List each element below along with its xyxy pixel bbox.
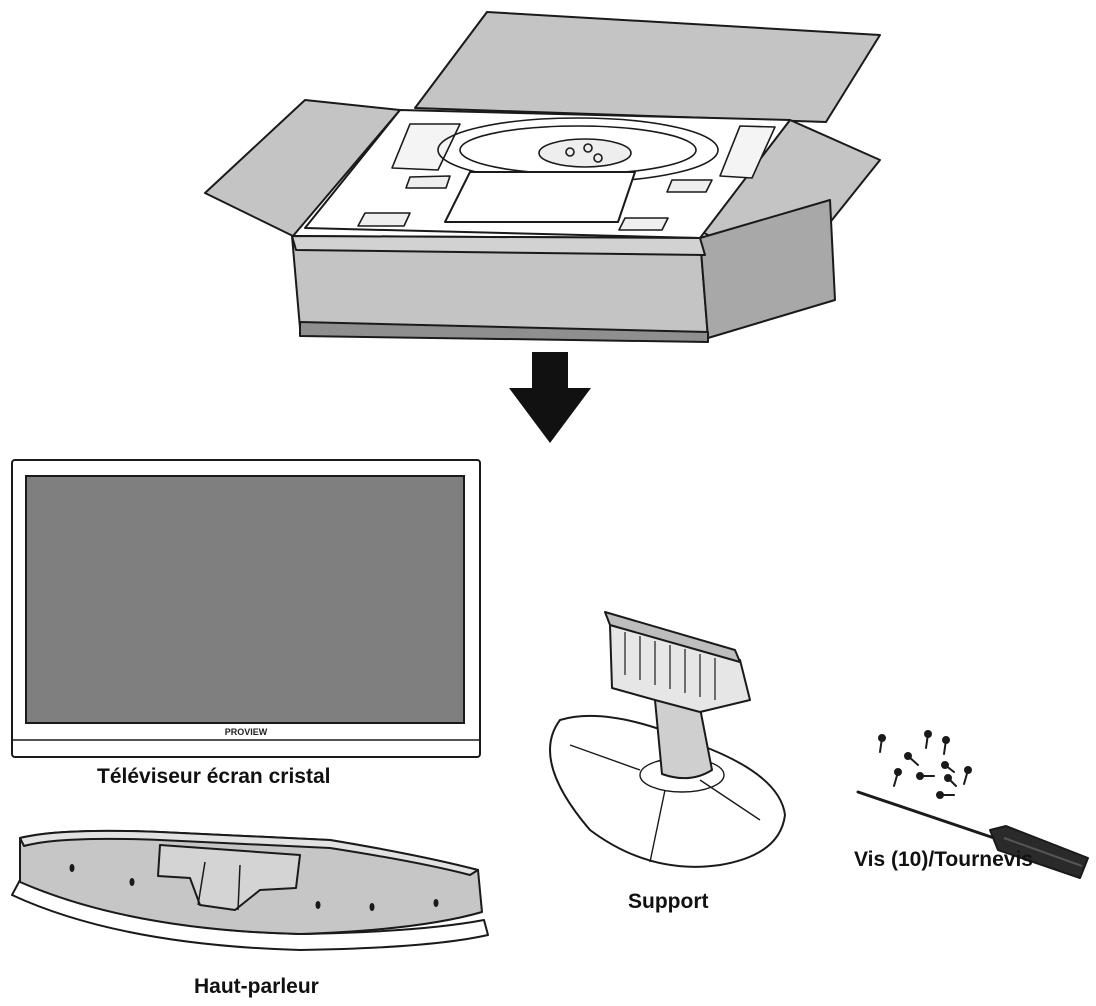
tv-label: Téléviseur écran cristal [97, 765, 331, 788]
tray-details [357, 117, 776, 231]
stand-neck [654, 699, 713, 780]
screw-icon [893, 768, 902, 787]
speaker-center-bracket [157, 844, 301, 911]
screw-icon [924, 730, 932, 749]
screw-icon [942, 736, 950, 755]
stand-label: Support [628, 890, 709, 913]
open-box [204, 11, 881, 343]
box-right-side [699, 199, 836, 339]
down-arrow-icon [509, 352, 591, 443]
speaker-top [19, 829, 479, 876]
stand-bracket-slots [624, 632, 716, 700]
box-front-flap [291, 235, 706, 256]
screws-label: Vis (10)/Tournevis [854, 848, 1033, 871]
stand-bracket-top [604, 611, 741, 663]
tv-screen [25, 475, 465, 724]
tv-illustration: PROVIEW [11, 459, 481, 758]
brand-logo: PROVIEW [225, 727, 268, 737]
speaker-label: Haut-parleur [194, 975, 319, 998]
screw-icon [944, 774, 957, 787]
screw-icon [878, 734, 886, 753]
screw-icon [904, 752, 919, 766]
stand-illustration [549, 611, 786, 868]
speaker-illustration [11, 829, 489, 951]
screw-icon [963, 766, 972, 785]
screw-icon [941, 761, 955, 773]
screwdriver-icon [856, 790, 1089, 879]
screw-icon [916, 772, 935, 780]
screws-illustration [878, 730, 972, 799]
box-back-flap [414, 11, 881, 123]
box-bottom-edge [299, 321, 709, 343]
screw-icon [936, 791, 955, 799]
